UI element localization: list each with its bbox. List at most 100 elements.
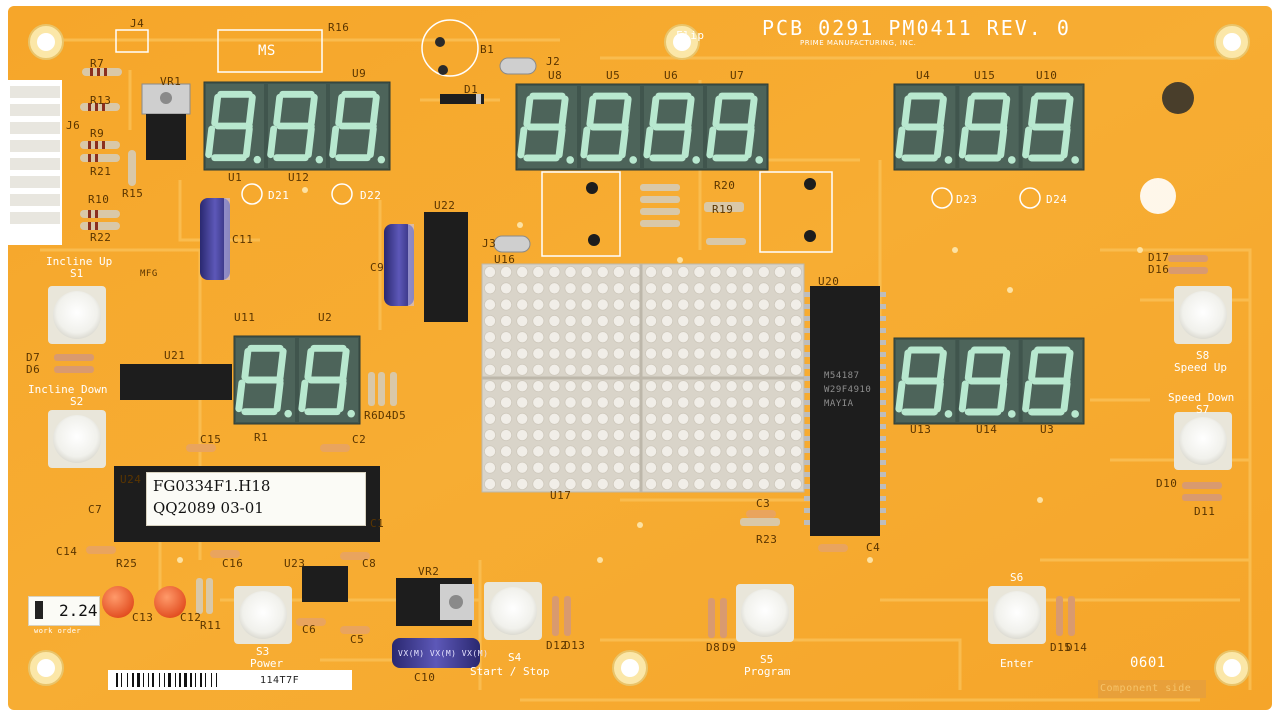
- matrix-led: [516, 331, 529, 344]
- decimal-point: [1071, 156, 1079, 164]
- segment: [895, 126, 906, 159]
- board-title: PCB 0291 PM0411 REV. 0: [762, 16, 1071, 40]
- segment: [235, 379, 246, 413]
- ref-d11: D11: [1194, 505, 1216, 518]
- matrix-led: [725, 282, 738, 295]
- matrix-led: [612, 445, 625, 458]
- barcode-bar: [195, 673, 196, 687]
- led-matrix-dots: [483, 265, 803, 490]
- barcode-bar: [211, 673, 212, 687]
- chip-pin: [804, 520, 810, 525]
- decimal-point: [755, 156, 763, 164]
- matrix-led: [693, 298, 706, 311]
- matrix-led: [596, 412, 609, 425]
- matrix-led: [580, 461, 593, 474]
- segment: [523, 95, 534, 128]
- matrix-led: [645, 445, 658, 458]
- matrix-led: [790, 477, 803, 490]
- digit: [580, 86, 640, 168]
- ref-u9: U9: [352, 67, 367, 80]
- decimal-point: [629, 156, 637, 164]
- matrix-led: [773, 298, 786, 311]
- decimal-point: [347, 409, 355, 418]
- matrix-led: [548, 282, 561, 295]
- s8-ref: S8: [1196, 349, 1210, 362]
- matrix-led: [693, 363, 706, 376]
- matrix-led: [628, 331, 641, 344]
- d1-diode: [440, 94, 484, 104]
- sticker-line-1: FG0334F1.H18: [153, 477, 271, 495]
- ref-d15: D15: [1050, 641, 1072, 654]
- crystal-holder-left: [541, 171, 621, 257]
- j2-crystal: [499, 57, 537, 75]
- chip-pin: [880, 400, 886, 405]
- matrix-led: [645, 314, 658, 327]
- matrix-led: [612, 363, 625, 376]
- matrix-led: [693, 461, 706, 474]
- matrix-led: [516, 429, 529, 442]
- matrix-led: [483, 461, 496, 474]
- incline-down-label: Incline Down: [28, 383, 108, 396]
- barcode-bar: [205, 673, 206, 687]
- segment: [1063, 95, 1074, 128]
- ref-j4: J4: [130, 17, 145, 30]
- matrix-led: [757, 429, 770, 442]
- chip-pin: [880, 520, 886, 525]
- segment: [901, 349, 912, 382]
- ref-r13: R13: [90, 94, 112, 107]
- matrix-led: [532, 347, 545, 360]
- matrix-led: [741, 265, 754, 278]
- digit: [298, 338, 358, 422]
- matrix-led: [645, 331, 658, 344]
- segment: [245, 93, 256, 127]
- segment: [273, 379, 284, 413]
- matrix-led: [677, 477, 690, 490]
- matrix-led: [645, 282, 658, 295]
- matrix-led: [483, 396, 496, 409]
- matrix-led: [516, 347, 529, 360]
- barcode-bar: [200, 673, 202, 687]
- matrix-led: [645, 363, 658, 376]
- matrix-led: [628, 412, 641, 425]
- matrix-led: [741, 461, 754, 474]
- chip-pin: [880, 448, 886, 453]
- ref-u7: U7: [730, 69, 745, 82]
- segment: [1000, 95, 1011, 128]
- mark-blemish: [1140, 178, 1176, 214]
- matrix-led: [548, 412, 561, 425]
- matrix-led: [596, 461, 609, 474]
- ref-r16: R16: [328, 21, 350, 34]
- u21-chip: [120, 364, 232, 400]
- matrix-led: [757, 314, 770, 327]
- matrix-led: [790, 298, 803, 311]
- segment: [555, 126, 566, 159]
- matrix-led: [790, 363, 803, 376]
- segment: [1060, 126, 1071, 159]
- segment: [712, 95, 723, 128]
- ref-r11: R11: [200, 619, 222, 632]
- u20-marking-2: W29F4910: [824, 385, 872, 395]
- matrix-led: [693, 412, 706, 425]
- buzzer-lead: [435, 37, 445, 47]
- ref-r9: R9: [90, 127, 105, 140]
- matrix-led: [741, 429, 754, 442]
- matrix-led: [532, 363, 545, 376]
- matrix-led: [661, 282, 674, 295]
- matrix-led: [483, 477, 496, 490]
- matrix-led: [628, 347, 641, 360]
- ref-d21: D21: [268, 189, 290, 202]
- barcode-bar: [143, 673, 144, 687]
- matrix-led: [564, 412, 577, 425]
- matrix-led: [645, 380, 658, 393]
- matrix-led: [725, 429, 738, 442]
- matrix-led: [548, 265, 561, 278]
- ref-u11: U11: [234, 311, 256, 324]
- segment: [747, 95, 758, 128]
- matrix-led: [661, 314, 674, 327]
- decimal-point: [692, 156, 700, 164]
- barcode-label: [108, 670, 352, 690]
- matrix-led: [580, 380, 593, 393]
- matrix-led: [741, 445, 754, 458]
- matrix-led: [661, 331, 674, 344]
- matrix-led: [483, 412, 496, 425]
